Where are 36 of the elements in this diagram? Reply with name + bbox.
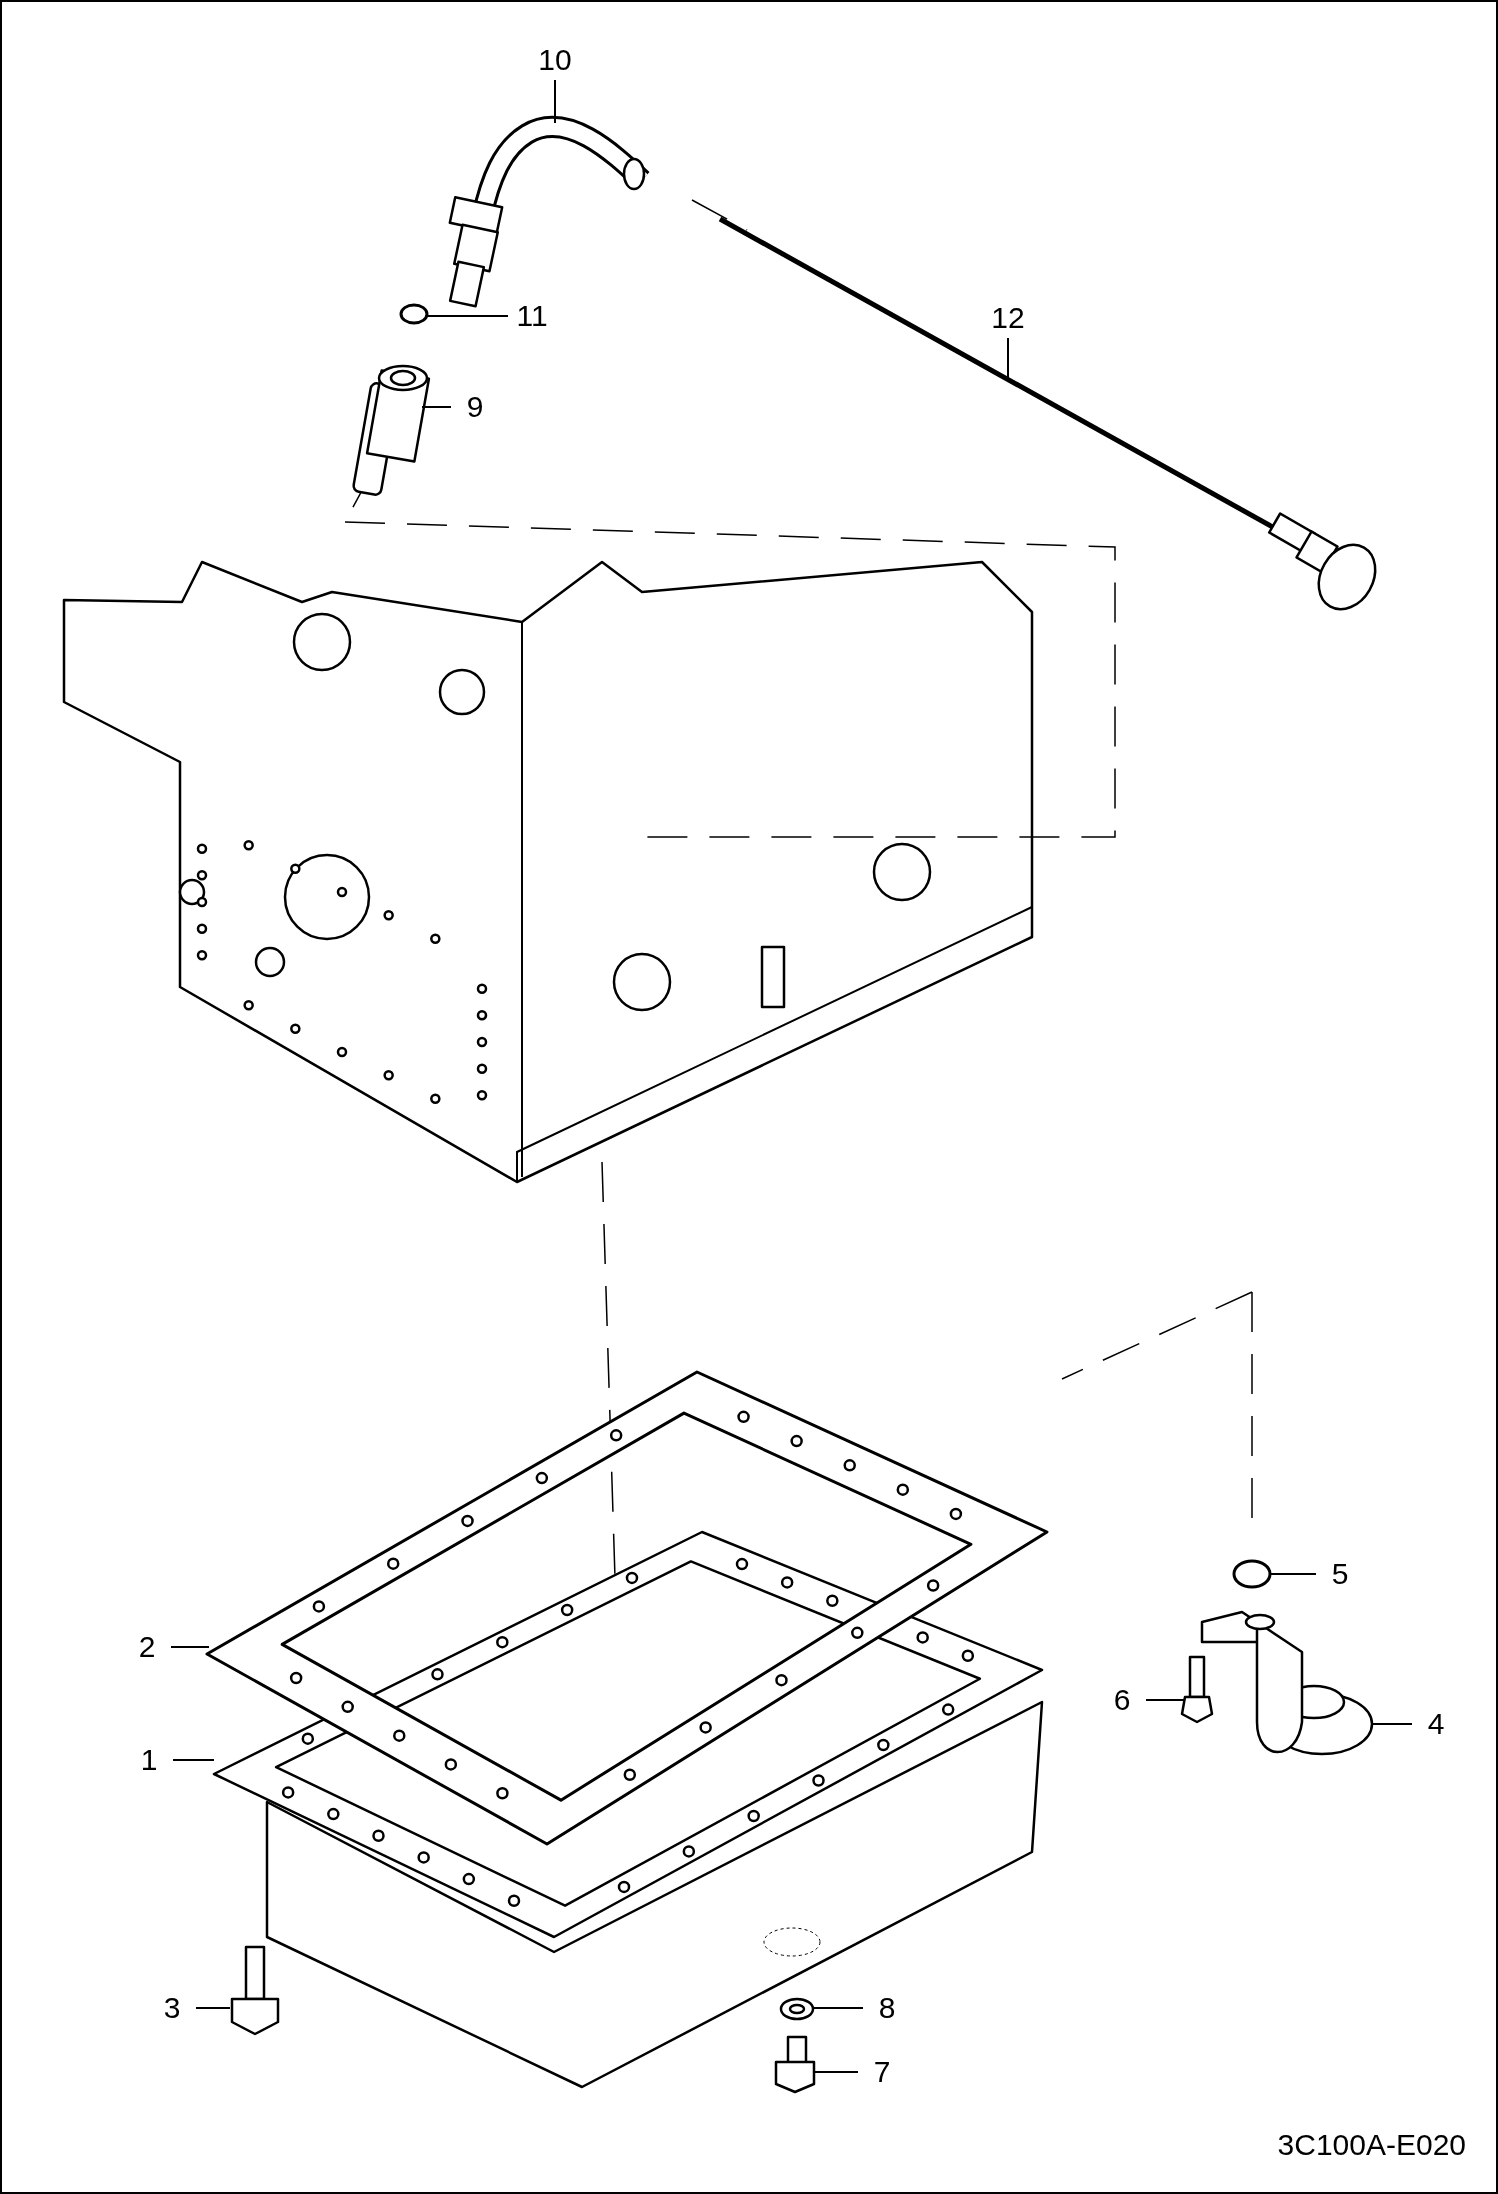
drawing-number: 3C100A-E020 bbox=[1277, 2128, 1466, 2162]
callout-number: 3 bbox=[150, 1990, 194, 2026]
callout-number: 9 bbox=[453, 389, 497, 425]
bolt-drawing bbox=[230, 1945, 280, 2036]
drain-plug-drawing bbox=[774, 2035, 816, 2094]
callout-number: 8 bbox=[865, 1990, 909, 2026]
leader-line bbox=[421, 406, 452, 408]
callout-number: 5 bbox=[1318, 1556, 1362, 1592]
oil-strainer-drawing bbox=[1200, 1610, 1374, 1756]
callout-number: 7 bbox=[860, 2054, 904, 2090]
leader-line bbox=[1145, 1699, 1186, 1701]
dipstick-drawing bbox=[718, 216, 1377, 611]
callout-number: 1 bbox=[127, 1742, 171, 1778]
leader-line bbox=[1269, 1573, 1317, 1575]
leader-line bbox=[195, 2007, 231, 2009]
o-ring-drawing bbox=[1232, 1559, 1272, 1589]
callout-number: 2 bbox=[125, 1629, 169, 1665]
leader-line bbox=[426, 315, 509, 317]
o-ring-drawing bbox=[399, 303, 429, 325]
leader-line bbox=[172, 1759, 215, 1761]
bolt-drawing bbox=[1180, 1655, 1214, 1724]
leader-line bbox=[1007, 337, 1009, 381]
callout-number: 12 bbox=[986, 300, 1030, 336]
callout-number: 11 bbox=[510, 298, 554, 334]
leader-line bbox=[170, 1646, 210, 1648]
leader-line bbox=[1371, 1723, 1413, 1725]
callout-number: 10 bbox=[533, 42, 577, 78]
tube-drawing bbox=[448, 116, 650, 308]
callout-number: 4 bbox=[1414, 1706, 1458, 1742]
callout-number: 6 bbox=[1100, 1682, 1144, 1718]
leader-line bbox=[554, 79, 556, 124]
gasket-drawing bbox=[205, 1370, 1049, 1846]
sleeve-drawing bbox=[351, 364, 431, 497]
washer-drawing bbox=[779, 1997, 815, 2021]
leader-line bbox=[812, 2007, 864, 2009]
leader-line bbox=[813, 2071, 859, 2073]
